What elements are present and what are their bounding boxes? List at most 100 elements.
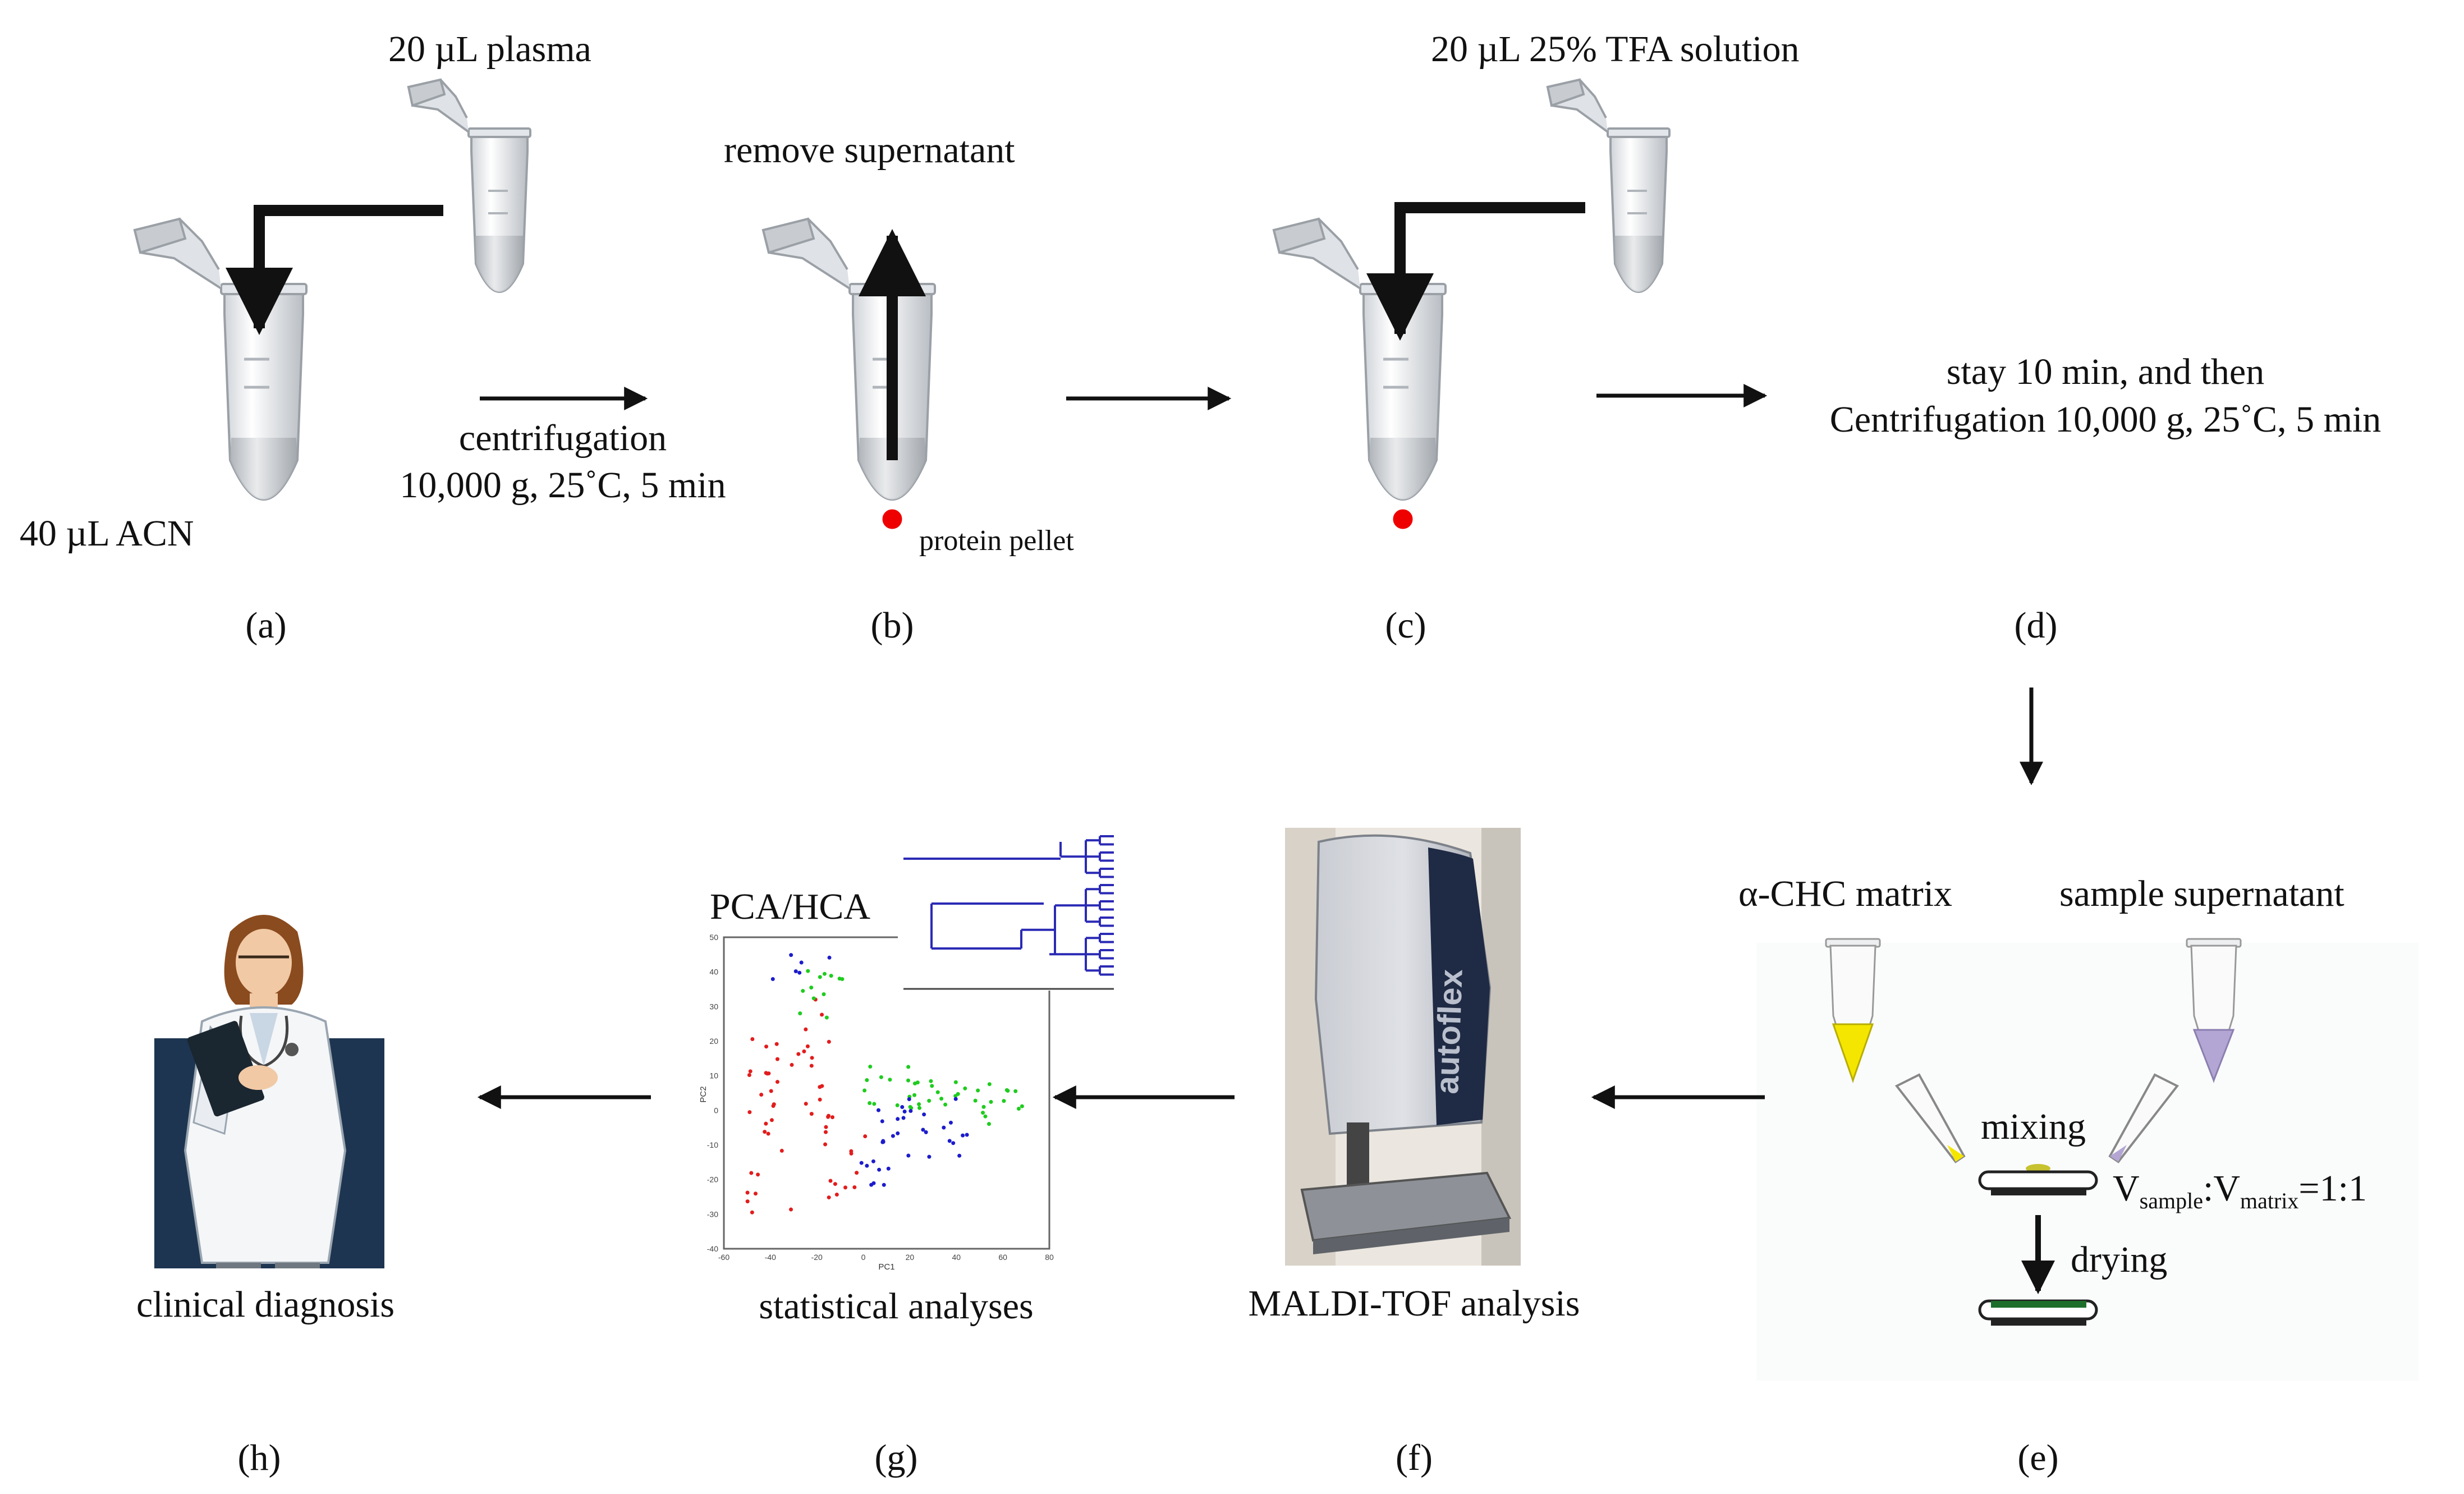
pca-point-red (827, 1039, 831, 1044)
pca-point-red (809, 1112, 814, 1116)
pca-point-red (810, 1056, 814, 1060)
pca-point-blue (951, 1141, 956, 1145)
pca-point-red (750, 1210, 754, 1215)
pca-y-tick: -40 (707, 1244, 718, 1253)
large-tube-b (763, 219, 935, 532)
pca-point-blue (957, 1153, 962, 1158)
panel-label-c: (c) (1385, 605, 1426, 646)
pca-point-green (906, 1078, 911, 1083)
pca-point-blue (896, 1117, 900, 1121)
pca-point-blue (902, 1109, 907, 1113)
matrix-label: α-CHC matrix (1738, 873, 1953, 914)
pca-point-blue (877, 1108, 881, 1112)
pca-point-green (862, 1088, 867, 1093)
pca-point-red (852, 1185, 857, 1189)
pca-point-green (986, 1122, 991, 1126)
step-a (135, 79, 648, 499)
pca-point-red (765, 1071, 769, 1076)
stay-label: stay 10 min, and then (1946, 351, 2265, 392)
pca-point-blue (961, 1133, 965, 1138)
pca-point-blue (882, 1183, 886, 1187)
pca-point-green (806, 969, 810, 973)
target-plate-dried (1978, 1299, 2098, 1326)
centrifugation-params: 10,000 g, 25˚C, 5 min (400, 465, 726, 506)
pca-point-green (929, 1079, 933, 1083)
pca-y-tick: -10 (707, 1140, 718, 1149)
pca-y-tick: 30 (709, 1002, 718, 1011)
pca-point-green (1016, 1106, 1021, 1111)
sample-supernatant-label: sample supernatant (2059, 873, 2344, 914)
pca-point-red (824, 1130, 828, 1134)
pca-point-green (953, 1080, 958, 1084)
pca-point-blue (827, 955, 832, 960)
pca-point-green (917, 1102, 921, 1106)
pca-point-red (764, 1044, 769, 1049)
pca-point-blue (921, 1128, 925, 1132)
pca-ylabel: PC2 (699, 1086, 708, 1102)
pca-point-red (830, 1115, 834, 1120)
protein-pellet-label: protein pellet (919, 525, 1074, 557)
pca-point-red (756, 1172, 760, 1177)
statistical-caption: statistical analyses (759, 1286, 1034, 1327)
small-tube-plasma (407, 79, 531, 293)
pca-point-red (818, 1097, 822, 1102)
pca-point-blue (908, 1109, 913, 1113)
step-b (763, 219, 1232, 532)
pca-point-green (865, 1078, 869, 1083)
pca-point-red (766, 1131, 770, 1136)
pca-point-green (809, 986, 814, 990)
pca-point-red (849, 1151, 854, 1156)
pca-point-red (855, 1171, 859, 1175)
step-f: autoflex (1285, 828, 1521, 1266)
pca-point-green (879, 1075, 883, 1079)
pca-point-green (798, 1011, 802, 1016)
step-c (1274, 79, 1768, 532)
pca-point-green (837, 977, 842, 981)
pca-point-green (818, 975, 822, 979)
large-tube-a (135, 219, 306, 499)
large-tube-c (1274, 219, 1446, 532)
pca-point-green (872, 1102, 877, 1106)
pca-x-tick: -20 (811, 1253, 823, 1262)
pca-point-red (796, 1052, 801, 1056)
panel-label-e: (e) (2017, 1437, 2059, 1478)
step-e (1756, 938, 2419, 1381)
pca-point-blue (881, 1139, 885, 1143)
panel-label-a: (a) (245, 605, 287, 646)
pca-point-blue (886, 1166, 891, 1171)
pca-point-blue (859, 1161, 864, 1165)
instrument-brand: autoflex (1429, 969, 1470, 1095)
pca-point-red (804, 1102, 808, 1106)
pca-x-tick: 80 (1045, 1253, 1054, 1262)
pca-point-red (775, 1057, 779, 1061)
pca-point-red (779, 1148, 784, 1153)
pca-point-blue (770, 977, 775, 981)
small-tube-tfa (1547, 79, 1671, 293)
pca-point-red (769, 1089, 773, 1093)
target-plate-mixing (1978, 1164, 2098, 1195)
pca-y-tick: 20 (709, 1037, 718, 1046)
pca-point-green (822, 992, 826, 996)
pca-point-green (888, 1078, 892, 1082)
transfer-arrow-c (1366, 202, 1585, 341)
pca-point-red (750, 1037, 755, 1042)
pca-point-red (759, 1093, 764, 1097)
hca-dendrogram (898, 828, 1119, 991)
pca-x-tick: -40 (765, 1253, 776, 1262)
pca-points (745, 953, 1024, 1215)
pca-point-red (824, 1125, 828, 1129)
pca-y-tick: 10 (709, 1071, 718, 1080)
pca-point-red (827, 1113, 831, 1118)
pca-point-red (834, 1192, 839, 1197)
pca-point-blue (901, 1116, 906, 1120)
pca-point-red (772, 1102, 776, 1107)
pca-point-blue (865, 1163, 869, 1168)
centrifugation-label: centrifugation (458, 418, 667, 459)
pca-point-blue (793, 969, 798, 974)
pca-point-red (763, 1130, 767, 1134)
transfer-arrow-a (226, 205, 443, 335)
pipette-right (2108, 1073, 2179, 1163)
